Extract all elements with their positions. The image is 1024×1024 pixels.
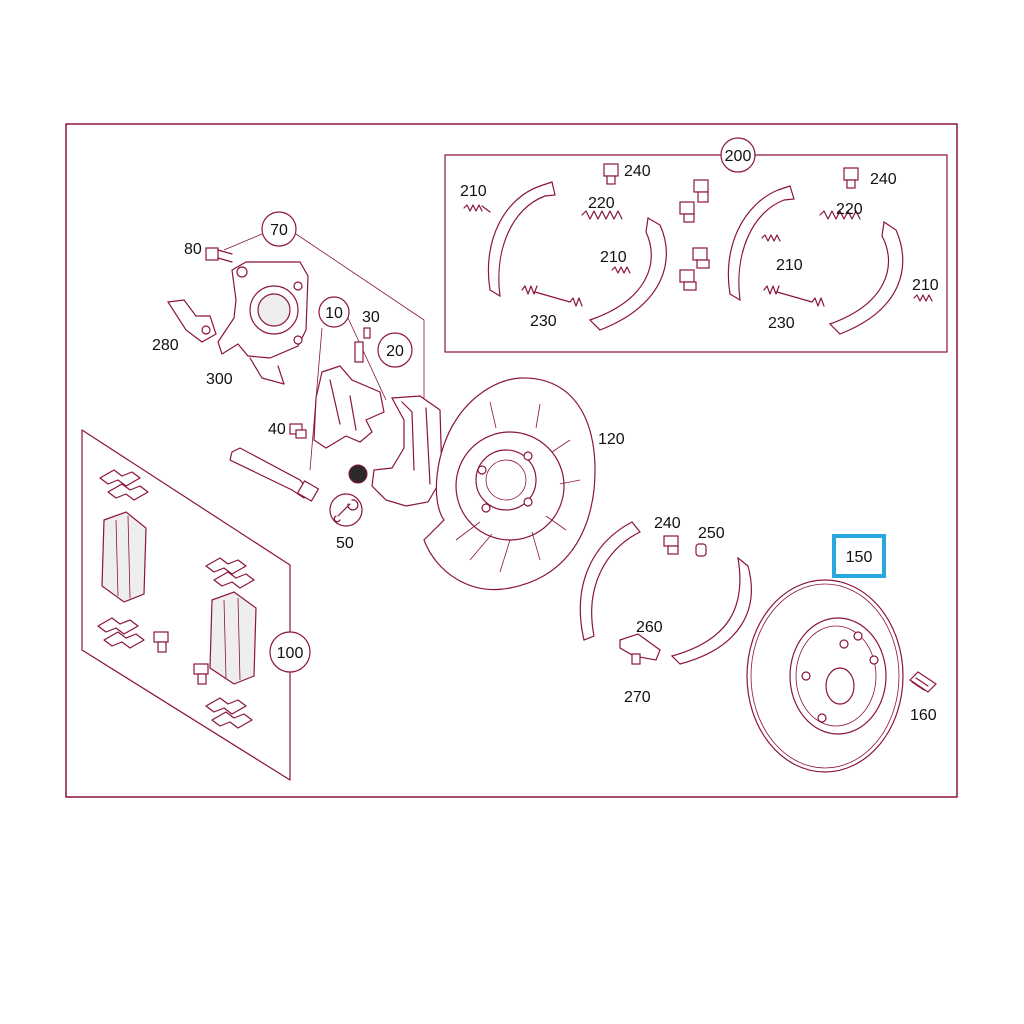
callout-100: 100 — [277, 645, 304, 662]
bracket-280 — [166, 299, 217, 343]
callout-210-b: 210 — [600, 249, 627, 266]
grease-tube — [229, 447, 311, 499]
callout-200: 200 — [725, 148, 752, 165]
seal-ring — [348, 464, 368, 484]
highlight-box — [832, 534, 886, 578]
callout-10: 10 — [325, 305, 343, 322]
spring-210-d — [913, 294, 933, 302]
callout-30: 30 — [362, 309, 380, 326]
caliper-bracket — [313, 365, 385, 449]
spring-230-right — [763, 285, 825, 307]
bolt-40 — [289, 423, 307, 439]
brake-shoe-loose-b — [670, 556, 752, 665]
sleeve-250 — [695, 543, 707, 557]
pad-bolts — [153, 631, 209, 685]
callout-150: 150 — [846, 549, 873, 566]
wheel-carrier-group[interactable]: 70 80 280 300 — [152, 211, 425, 420]
callout-20: 20 — [386, 343, 404, 360]
callout-210-d: 210 — [912, 277, 939, 294]
brake-disc-group[interactable]: 150 160 — [746, 534, 937, 773]
bleed-screw-30 — [354, 327, 371, 363]
callout-240-b: 240 — [870, 171, 897, 188]
callout-50: 50 — [336, 535, 354, 552]
bolt-240-b — [843, 167, 859, 189]
bolt-80 — [205, 247, 233, 263]
backing-plate-group[interactable]: 120 — [423, 377, 625, 591]
callout-220-a: 220 — [588, 195, 615, 212]
callout-230-b: 230 — [768, 315, 795, 332]
brake-pad-b — [209, 591, 257, 685]
parking-brake-parts[interactable]: 240 250 260 270 — [579, 515, 752, 706]
brake-shoe-loose-a — [579, 521, 641, 641]
adjuster-260 — [619, 633, 661, 665]
callout-300: 300 — [206, 371, 233, 388]
callout-120: 120 — [598, 431, 625, 448]
brake-pad-group[interactable]: 100 — [81, 429, 311, 781]
caliper-housing — [371, 395, 443, 507]
diagram-frame — [65, 123, 958, 798]
spring-210-b — [611, 266, 631, 274]
screw-160 — [909, 671, 937, 693]
spring-230-left — [521, 285, 583, 307]
brake-shoe-right-b — [828, 220, 904, 335]
callout-230-a: 230 — [530, 313, 557, 330]
spring-220-right — [819, 210, 861, 220]
callout-250: 250 — [698, 525, 725, 542]
callout-240-c: 240 — [654, 515, 681, 532]
brake-shoe-left-b — [588, 217, 667, 331]
callout-240-a: 240 — [624, 163, 651, 180]
brake-shoe-left-a — [487, 181, 556, 298]
bolt-240-a — [603, 163, 619, 185]
callout-280: 280 — [152, 337, 179, 354]
callout-70: 70 — [270, 222, 288, 239]
spring-210-c — [761, 234, 781, 242]
brake-caliper-group[interactable]: 10 20 30 40 50 — [229, 296, 443, 552]
parking-brake-shoe-group[interactable]: 200 — [444, 137, 948, 353]
callout-210-a: 210 — [460, 183, 487, 200]
bolt-240-c — [663, 535, 679, 555]
spring-220-left — [581, 210, 623, 220]
pad-clip-set — [97, 469, 255, 729]
callout-270: 270 — [624, 689, 651, 706]
spring-210-a — [463, 204, 491, 213]
brake-pad-a — [101, 511, 147, 603]
callout-40: 40 — [268, 421, 286, 438]
callout-220-b: 220 — [836, 201, 863, 218]
brake-shoe-right-a — [727, 185, 795, 302]
bolt-group-center — [679, 179, 710, 291]
wrench-icon — [333, 499, 359, 523]
callout-260: 260 — [636, 619, 663, 636]
callout-160: 160 — [910, 707, 937, 724]
callout-80: 80 — [184, 241, 202, 258]
callout-210-c: 210 — [776, 257, 803, 274]
